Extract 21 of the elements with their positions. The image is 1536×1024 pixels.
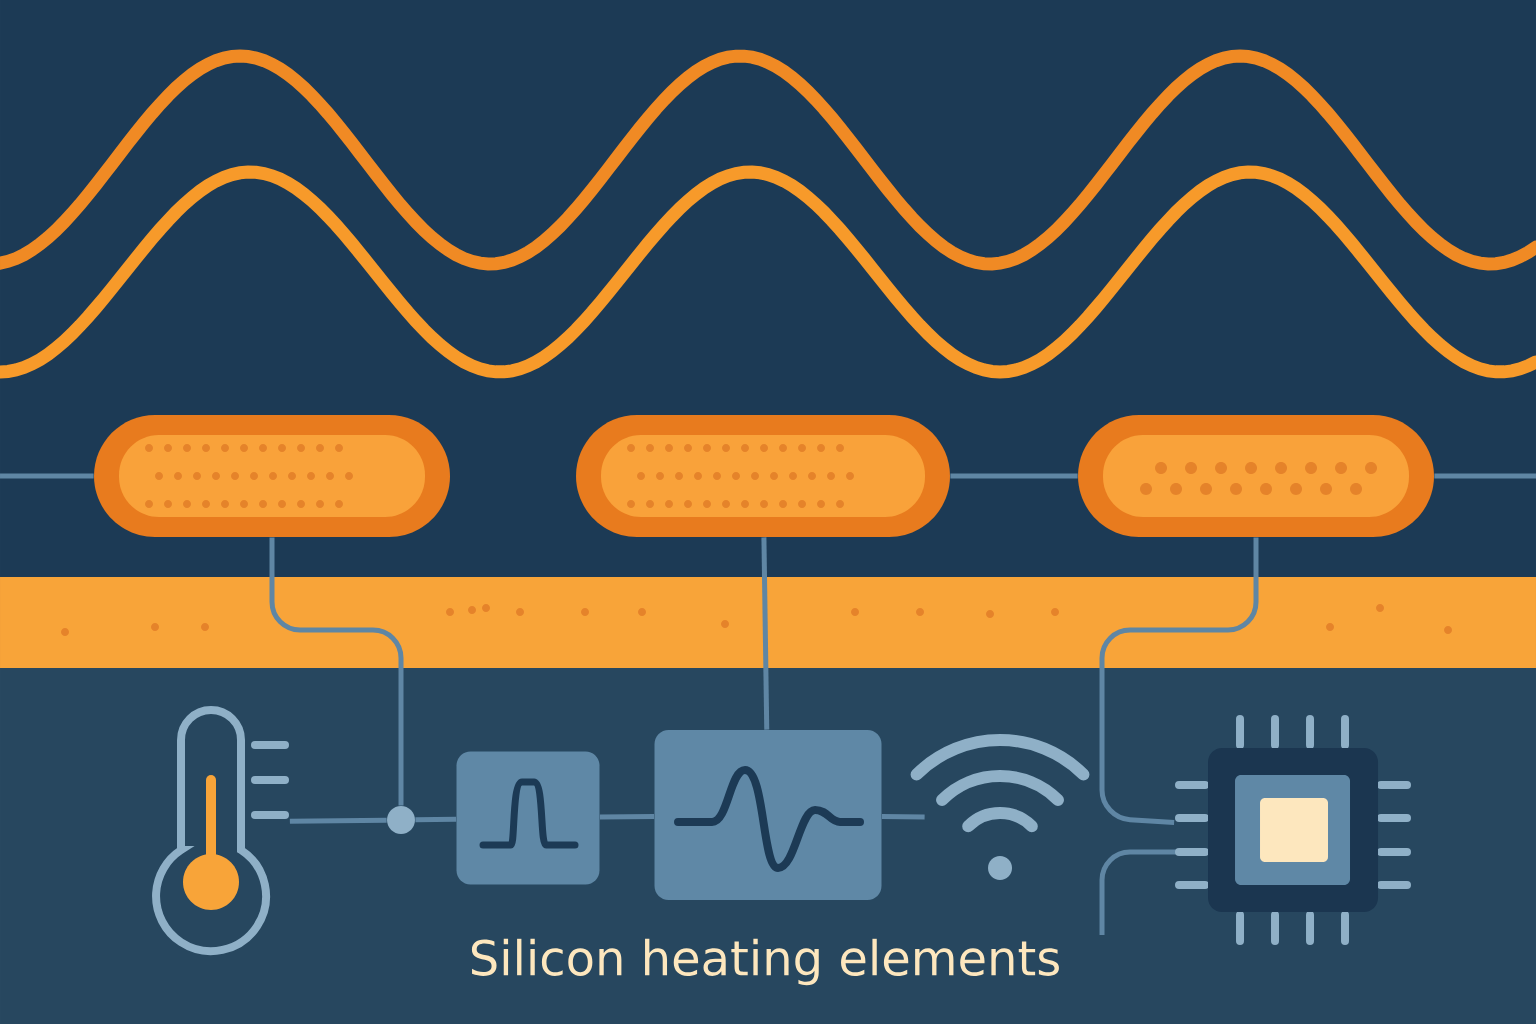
caption-text: Silicon heating elements	[471, 938, 1059, 986]
heating-element	[576, 415, 950, 537]
thermometer-icon	[152, 706, 289, 956]
connector-line	[950, 473, 1078, 479]
connector-line	[269, 537, 404, 806]
connector-line	[761, 537, 770, 730]
heating-element	[1078, 415, 1434, 537]
connector-line	[881, 813, 925, 820]
connector-line	[289, 817, 387, 824]
connector-line	[0, 473, 94, 479]
junction-dot	[387, 806, 415, 834]
wifi-icon	[910, 734, 1090, 880]
connector-line	[1099, 537, 1259, 826]
connector-line	[1099, 849, 1178, 935]
connector-line	[415, 816, 457, 823]
heating-element	[94, 415, 450, 537]
pulse-module	[456, 751, 600, 885]
chip-icon	[1175, 715, 1411, 945]
connector-line	[1434, 473, 1536, 479]
connector-line	[599, 813, 655, 820]
signal-module	[654, 730, 882, 900]
